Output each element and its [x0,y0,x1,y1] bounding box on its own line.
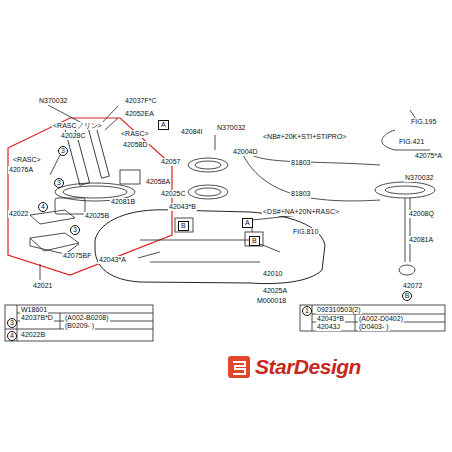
reference-box: B [402,291,412,301]
callout-number: 3 [54,178,64,188]
variant-note: <RASC> [12,156,42,164]
part-number: 42084I [180,128,203,136]
part-number: 42022 [8,210,29,218]
part-number: 42008Q [408,210,435,218]
callout-number: 1 [302,306,312,316]
variant-note: <RASC> [120,130,150,138]
part-number: N370032 [216,124,246,132]
reference-box: A [242,218,253,228]
table-cell: (B0209- ) [64,322,95,330]
table-cell: (A002-D0402) [358,315,404,323]
part-number: 42052EA [124,110,155,118]
callout-number: 3 [70,225,80,235]
part-number: 42058D [122,141,149,149]
part-number: M000018 [256,297,287,305]
part-number: 42037F*C [124,97,158,105]
part-number: 42043*A [98,256,127,264]
callout-number: 3 [58,146,68,156]
part-number: 42081B [110,198,136,206]
part-number: 42004D [232,148,259,156]
part-number: 81803 [290,159,311,167]
table-cell: (A002-B0208) [64,314,110,322]
part-number: 42075BF [62,252,92,260]
part-number: 42057 [160,158,181,166]
part-number: 42058A [145,178,171,186]
table-cell: 42043*B [316,315,345,323]
variant-note: <RASCノリン> [52,122,103,130]
callout-number: 4 [38,202,48,212]
callout-number: 3 [7,318,17,328]
part-number: 42025A [262,287,288,295]
table-cell: 42022B [20,331,46,339]
part-number: 42025B [84,212,110,220]
part-number: 42021 [32,282,53,290]
part-number: 81803 [290,190,311,198]
variant-note: <DS#+NA+20N+RASC> [262,208,340,216]
part-number: N370032 [404,174,434,182]
reference-box: B [249,236,260,246]
part-number: N370032 [38,97,68,105]
figure-ref: FIG.421 [398,138,425,146]
part-number: 42081A [408,236,434,244]
reference-box: A [158,120,169,130]
table-cell: 092310503(2) [316,306,362,314]
part-number: 42025C [160,190,187,198]
part-number: 42043*B [168,203,197,211]
table-cell: W18601 [20,306,48,314]
part-number: 42010 [262,270,283,278]
table-cell: (D0403- ) [358,323,390,331]
table-cell: 42043J [316,323,341,331]
part-number: 42028C [60,132,87,140]
table-cell: 42037B*D [20,314,54,322]
part-number: 42072 [402,282,423,290]
part-number: 42076A [8,166,34,174]
part-number: 42075*A [414,152,443,160]
figure-ref: FIG.810 [292,228,319,236]
figure-ref: FIG.195 [410,118,437,126]
watermark: StarDesign [254,356,362,378]
callout-number: 4 [7,331,17,341]
reference-box: B [178,221,189,231]
variant-note: <NB#+20K+STI+STIPRO> [262,133,347,141]
